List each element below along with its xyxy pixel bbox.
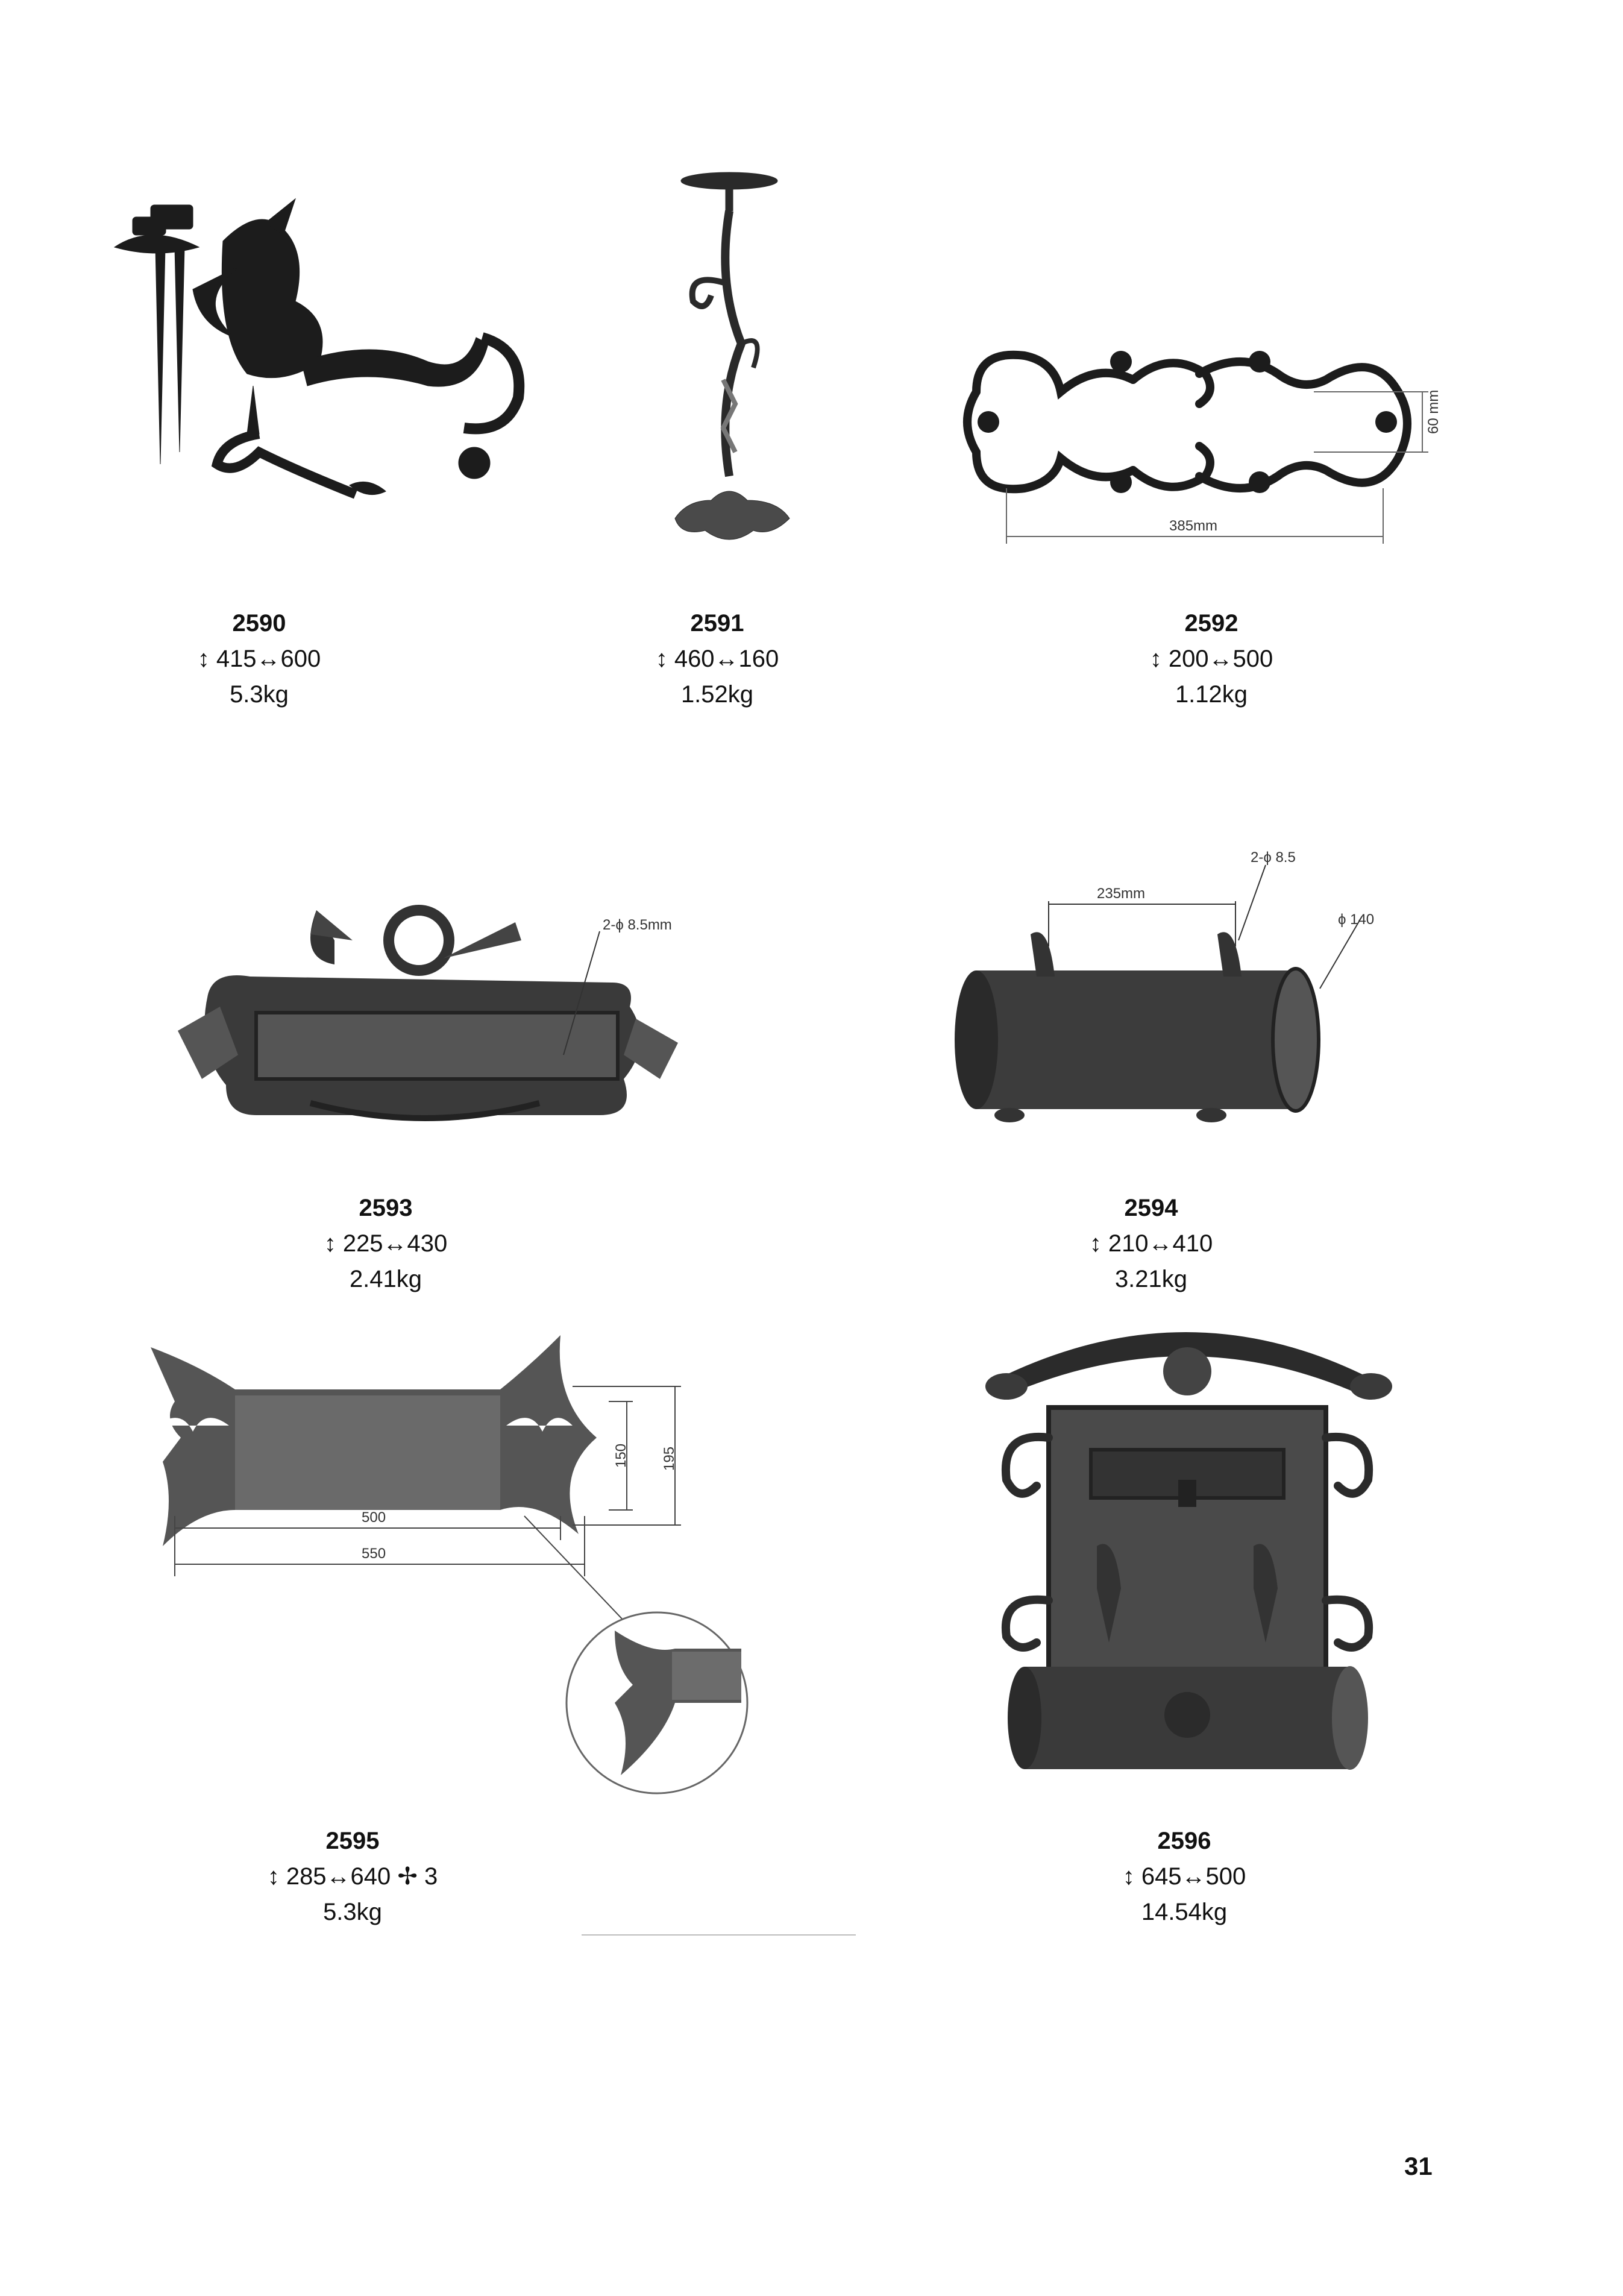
- spacing-label: 235mm: [1097, 885, 1145, 902]
- diameter-label: ϕ 140: [1338, 911, 1374, 928]
- product-code: 2595: [325, 1828, 380, 1854]
- product-code: 2592: [1184, 610, 1238, 637]
- hole-label: 2-ϕ 8.5: [1251, 849, 1296, 866]
- product-weight: 3.21kg: [1114, 1266, 1188, 1292]
- product-code: 2593: [359, 1195, 413, 1221]
- dragon-candle-holder-icon: [102, 181, 536, 543]
- product-dimensions: ↕ 285↔640 ✢ 3: [267, 1863, 438, 1890]
- product-weight: 1.52kg: [680, 681, 754, 708]
- scroll-ornament-icon: 385mm 60 mm: [940, 326, 1458, 555]
- product-dimensions: ↕ 415↔600: [197, 646, 321, 672]
- height-label: 60 mm: [1425, 390, 1442, 434]
- height-150-label: 150: [613, 1444, 629, 1468]
- candle-stand-icon: [651, 163, 808, 561]
- page-number: 31: [1404, 2152, 1433, 2180]
- product-code: 2590: [232, 610, 286, 637]
- height-195-label: 195: [661, 1447, 677, 1471]
- product-code: 2591: [690, 610, 744, 637]
- product-dimensions: ↕ 200↔500: [1149, 646, 1273, 672]
- product-weight: 5.3kg: [230, 681, 289, 708]
- product-weight: 5.3kg: [323, 1899, 382, 1925]
- mailbox-icon: [964, 1305, 1410, 1799]
- width-500-label: 500: [362, 1509, 386, 1526]
- product-dimensions: ↕ 645↔500: [1122, 1863, 1246, 1890]
- product-weight: 1.12kg: [1175, 681, 1248, 708]
- hole-label: 2-ϕ 8.5mm: [603, 917, 672, 933]
- product-weight: 14.54kg: [1141, 1899, 1228, 1925]
- width-label: 385mm: [1169, 518, 1217, 534]
- width-550-label: 550: [362, 1546, 386, 1562]
- product-dimensions: ↕ 210↔410: [1089, 1230, 1213, 1257]
- newspaper-roll-icon: 235mm 2-ϕ 8.5 ϕ 140: [928, 844, 1398, 1133]
- product-code: 2594: [1124, 1195, 1178, 1221]
- product-weight: 2.41kg: [349, 1266, 422, 1292]
- letter-slot-plate-icon: 2-ϕ 8.5mm: [154, 874, 696, 1157]
- product-code: 2596: [1157, 1828, 1211, 1854]
- divider-line: [582, 1934, 856, 1936]
- product-dimensions: ↕ 460↔160: [655, 646, 779, 672]
- product-dimensions: ↕ 225↔430: [324, 1230, 448, 1257]
- mail-slot-flap-icon: 500 550 150 195: [139, 1317, 771, 1811]
